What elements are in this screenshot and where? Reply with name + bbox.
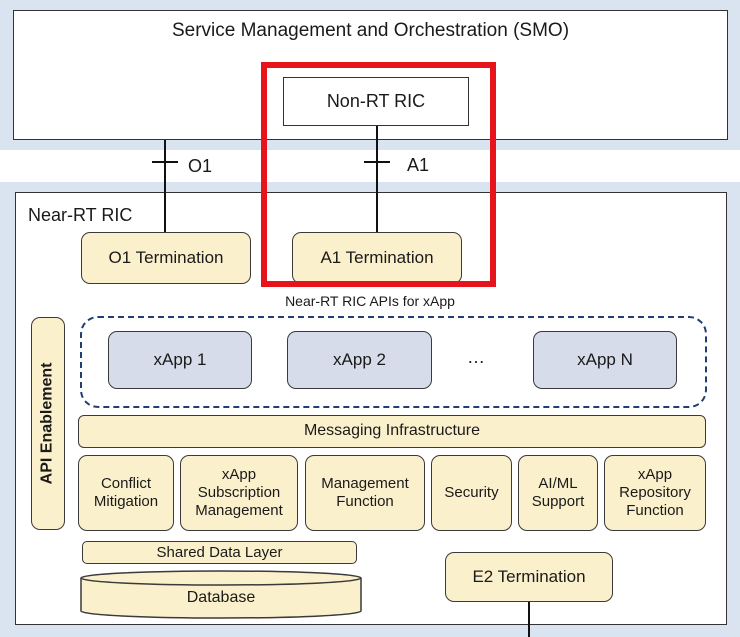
xapp-subscription-management-box: xApp Subscription Management: [180, 455, 298, 531]
ai-ml-support-box: AI/ML Support: [518, 455, 598, 531]
o1-termination-label: O1 Termination: [108, 247, 224, 267]
security-label: Security: [444, 484, 499, 502]
xapp-1-box: xApp 1: [108, 331, 252, 389]
api-enablement-box: API Enablement: [31, 317, 65, 530]
conflict-mitigation-box: Conflict Mitigation: [78, 455, 174, 531]
xapp-group: [80, 316, 707, 408]
api-enablement-label: API Enablement: [38, 362, 56, 485]
database-cylinder: [80, 570, 362, 619]
security-box: Security: [431, 455, 512, 531]
smo-title: Service Management and Orchestration (SM…: [171, 20, 570, 41]
xapp-1-label: xApp 1: [153, 350, 207, 369]
xapp-n-label: xApp N: [577, 350, 633, 369]
conflict-mitigation-label: Conflict Mitigation: [93, 475, 159, 510]
xapp-2-box: xApp 2: [287, 331, 432, 389]
non-rt-ric-label: Non-RT RIC: [326, 91, 426, 111]
xapp-repository-function-box: xApp Repository Function: [604, 455, 706, 531]
a1-connector: [376, 126, 378, 232]
xapp-repository-function-label: xApp Repository Function: [619, 466, 691, 519]
e2-termination-label: E2 Termination: [472, 566, 586, 586]
messaging-infrastructure-box: Messaging Infrastructure: [78, 415, 706, 448]
e2-connector: [528, 601, 530, 637]
xapp-ellipsis: …: [467, 347, 485, 367]
o1-termination-box: O1 Termination: [81, 232, 251, 284]
messaging-infrastructure-label: Messaging Infrastructure: [303, 422, 481, 440]
near-rt-ric-title: Near-RT RIC: [28, 205, 133, 225]
xapp-subscription-management-label: xApp Subscription Management: [195, 466, 283, 519]
xapp-2-label: xApp 2: [333, 350, 386, 369]
management-function-label: Management Function: [321, 475, 409, 510]
a1-termination-box: A1 Termination: [292, 232, 462, 284]
shared-data-layer-label: Shared Data Layer: [156, 543, 283, 561]
xapp-n-box: xApp N: [533, 331, 677, 389]
a1-interface-label: A1: [407, 155, 430, 175]
e2-termination-box: E2 Termination: [445, 552, 613, 602]
o1-tick: [152, 161, 178, 163]
a1-tick: [364, 161, 390, 163]
shared-data-layer-box: Shared Data Layer: [82, 541, 357, 564]
management-function-box: Management Function: [305, 455, 425, 531]
o1-connector: [164, 140, 166, 232]
ai-ml-support-label: AI/ML Support: [531, 475, 585, 510]
non-rt-ric-box: Non-RT RIC: [283, 77, 469, 126]
a1-highlight-box: [261, 62, 496, 287]
apis-for-xapp-label: Near-RT RIC APIs for xApp: [285, 293, 455, 309]
database-label: Database: [186, 589, 256, 606]
a1-termination-label: A1 Termination: [320, 247, 434, 267]
o1-interface-label: O1: [188, 156, 213, 176]
